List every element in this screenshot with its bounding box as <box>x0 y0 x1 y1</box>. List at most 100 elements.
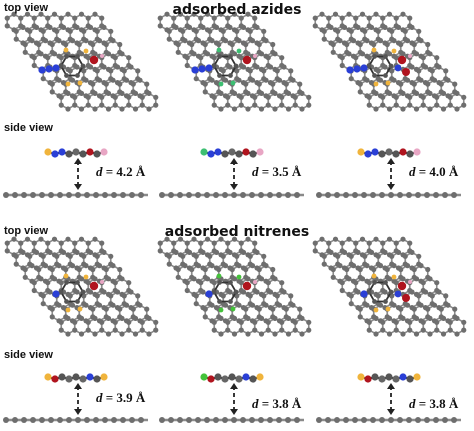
molecule-carbon <box>58 63 64 69</box>
row-azides-side-views <box>3 148 461 198</box>
oxygen-atom <box>89 55 99 65</box>
substituent-atom <box>371 273 377 279</box>
molecule-carbon <box>217 299 222 304</box>
substituent-atom <box>83 274 89 280</box>
oxygen-atom <box>242 281 252 291</box>
molecule-carbon <box>211 63 217 69</box>
substituent-atom <box>65 307 71 313</box>
graphene-sheet <box>157 236 312 337</box>
arrow-head-up <box>74 158 82 164</box>
hydrogen-atom <box>253 54 257 58</box>
molecule-carbon <box>372 73 377 78</box>
nitrogen-atom <box>353 65 361 73</box>
molecule-azide-1 <box>38 47 104 87</box>
substituent-atom <box>373 307 379 313</box>
hydrogen-atom <box>253 280 257 284</box>
molecule-carbon <box>80 289 86 295</box>
side-view-azide-1 <box>3 148 148 198</box>
hydrogen-atom <box>408 280 412 284</box>
molecule-carbon <box>64 299 69 304</box>
graphene-edge <box>316 192 461 198</box>
arrow-head-up <box>230 383 238 389</box>
oxygen-atom <box>89 281 99 291</box>
molecule-carbon <box>372 299 377 304</box>
distance-label-azide-1: d = 4.2 Å <box>96 164 146 179</box>
arrow-head-up <box>387 383 395 389</box>
substituent-atom <box>371 47 377 53</box>
molecule-carbon <box>58 289 64 295</box>
arrow-head-up <box>74 383 82 389</box>
arrow-head-up <box>230 158 238 164</box>
molecule-carbon <box>228 299 233 304</box>
graphene-sheet <box>312 236 467 337</box>
row-nitrenes-top-views <box>4 236 467 337</box>
substituent-atom <box>391 48 397 54</box>
substituent-atom <box>63 273 69 279</box>
molecule-carbon <box>217 280 222 285</box>
arrow-head-down <box>387 184 395 190</box>
nitrogen-atom <box>52 64 60 72</box>
side-view-label-1: side view <box>4 122 53 134</box>
substituent-atom <box>216 47 222 53</box>
oxygen-atom <box>397 55 407 65</box>
top-view-label-2: top view <box>4 225 48 237</box>
molecule-carbon <box>383 54 388 59</box>
graphene-atoms <box>4 11 159 112</box>
nitrogen-atom <box>346 66 354 74</box>
molecule-carbon <box>372 54 377 59</box>
graphene-edge <box>3 417 148 423</box>
substituent-atom <box>236 274 242 280</box>
molecule-carbon <box>228 54 233 59</box>
molecule-carbon <box>383 280 388 285</box>
graphene-sheet <box>4 11 159 112</box>
flat-molecule <box>44 148 108 158</box>
nitrogen-atom <box>38 66 46 74</box>
substituent-atom <box>236 48 242 54</box>
molecule-carbon <box>233 63 239 69</box>
graphene-sheet <box>157 11 312 112</box>
row-nitrenes-side-views <box>3 373 461 423</box>
side-view-label-2: side view <box>4 349 53 361</box>
hydrogen-atom <box>100 280 104 284</box>
substituent-atom <box>77 306 83 312</box>
molecule-nitrene-nitro <box>360 273 412 313</box>
molecule-carbon <box>64 73 69 78</box>
molecule-carbon <box>383 299 388 304</box>
substituent-atom <box>63 47 69 53</box>
substituent-atom <box>77 80 83 86</box>
molecule-azide-nitro <box>346 47 412 87</box>
nitrogen-atom <box>394 64 402 72</box>
graphene-atoms <box>312 11 467 112</box>
hydrogen-atom <box>408 54 412 58</box>
nitrogen-atom <box>45 65 53 73</box>
molecule-carbon <box>64 280 69 285</box>
molecule-carbon <box>75 299 80 304</box>
molecule-carbon <box>64 54 69 59</box>
graphene-atoms <box>4 236 159 337</box>
nitrogen-atom <box>205 64 213 72</box>
molecule-carbon <box>217 54 222 59</box>
substituent-atom <box>218 307 224 313</box>
molecule-carbon <box>211 289 217 295</box>
molecule-carbon <box>366 289 372 295</box>
oxygen-atom <box>402 68 410 76</box>
flat-molecule <box>357 148 421 158</box>
side-view-azide-fluoro <box>159 148 304 198</box>
molecule-carbon <box>388 289 394 295</box>
top-view-label-1: top view <box>4 2 48 14</box>
substituent-atom <box>385 306 391 312</box>
graphene-sheet <box>312 11 467 112</box>
oxygen-atom <box>397 281 407 291</box>
nitrogen-atom <box>205 290 213 298</box>
oxygen-atom <box>402 294 410 302</box>
molecule-carbon <box>372 280 377 285</box>
distance-label-nitrene-3: d = 3.8 Å <box>409 396 459 411</box>
distance-label-nitrene-1: d = 3.9 Å <box>96 390 146 405</box>
distance-label-nitrene-2: d = 3.8 Å <box>252 396 302 411</box>
nitrogen-atom <box>198 65 206 73</box>
substituent-atom <box>391 274 397 280</box>
graphene-sheet <box>4 236 159 337</box>
substituent-atom <box>216 273 222 279</box>
side-view-nitrene-1 <box>3 373 148 423</box>
